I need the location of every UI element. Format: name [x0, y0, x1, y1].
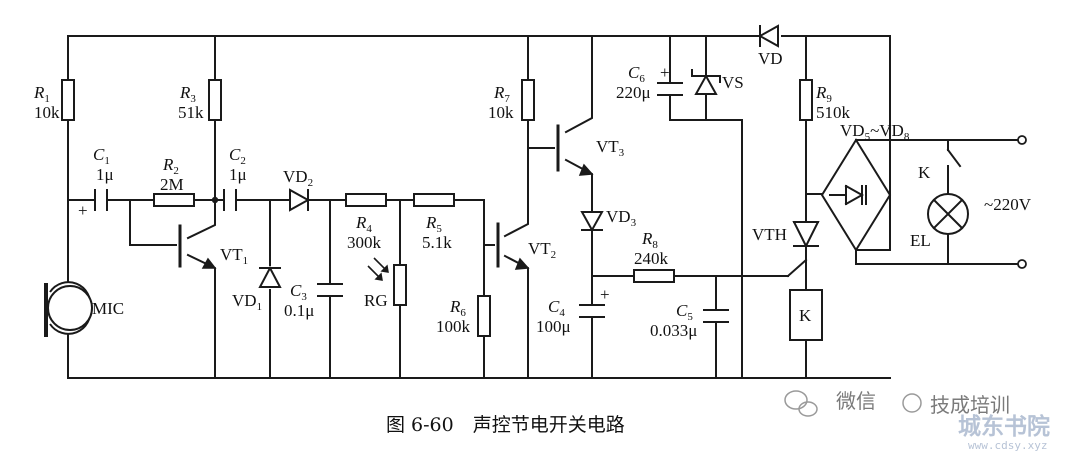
ac-terminals	[1017, 135, 1027, 269]
c6-label: C6	[628, 63, 645, 85]
vs-label: VS	[722, 73, 744, 92]
resistor-r5	[413, 193, 455, 207]
rg-label: RG	[364, 291, 388, 310]
diode-vd	[757, 24, 779, 48]
c4-plus-sign: +	[600, 285, 610, 304]
c6-plus-sign: +	[660, 63, 670, 82]
c2-label: C2	[229, 145, 246, 167]
c1-label: C1	[93, 145, 110, 167]
r2-label: R2	[162, 155, 179, 177]
relay-coil-label: K	[799, 306, 812, 325]
zener-vs	[691, 69, 721, 95]
capacitor-c2	[223, 189, 237, 211]
r8-value: 240k	[634, 249, 669, 268]
capacitor-c6	[657, 82, 683, 96]
wechat-icon	[784, 390, 818, 417]
photoresistor-rg	[367, 257, 407, 306]
r5-label: R5	[425, 213, 442, 235]
diode-vd2	[289, 188, 311, 212]
r5-value: 5.1k	[422, 233, 452, 252]
vd1-label: VD1	[232, 291, 262, 313]
resistor-r2	[153, 193, 195, 207]
r8-label: R8	[641, 229, 658, 251]
supply-label: ~220V	[984, 195, 1032, 214]
resistor-r3	[208, 79, 222, 121]
vd2-label: VD2	[283, 167, 313, 189]
r6-label: R6	[449, 297, 466, 319]
c1-value: 1μ	[96, 165, 114, 184]
capacitor-c1	[94, 189, 108, 211]
c1-plus-sign: +	[78, 201, 88, 220]
c3-label: C3	[290, 281, 307, 303]
c2-value: 1μ	[229, 165, 247, 184]
relay-contact-label: K	[918, 163, 931, 182]
c3-value: 0.1μ	[284, 301, 314, 320]
resistor-r6	[477, 295, 491, 337]
capacitor-c3	[317, 283, 343, 297]
vth-label: VTH	[752, 225, 787, 244]
relay-contact-k	[946, 148, 962, 168]
resistor-r9	[799, 79, 813, 121]
diode-vd1	[258, 265, 282, 288]
r3-value: 51k	[178, 103, 204, 122]
junction-dots	[211, 196, 219, 204]
transistor-vt2	[496, 222, 530, 270]
account-text: 技成培训	[930, 393, 1010, 417]
microphone-mic	[44, 281, 93, 337]
wechat-watermark: 微信 技成培训	[784, 389, 1010, 417]
c5-label: C5	[676, 301, 693, 323]
lamp-el	[927, 193, 969, 235]
site-url-watermark: www.cdsy.xyz	[968, 439, 1047, 452]
wiring	[67, 35, 1019, 379]
resistor-r4	[345, 193, 387, 207]
lamp-label: EL	[910, 231, 931, 250]
c4-label: C4	[548, 297, 565, 319]
r7-label: R7	[493, 83, 510, 105]
capacitor-c4	[579, 304, 605, 318]
diode-vd3	[580, 211, 604, 233]
r9-label: R9	[815, 83, 832, 105]
capacitor-c5	[703, 309, 729, 323]
mic-label: MIC	[92, 299, 124, 318]
transistor-vt3	[556, 124, 594, 176]
c6-value: 220μ	[616, 83, 651, 102]
c4-value: 100μ	[536, 317, 571, 336]
r2-value: 2M	[160, 175, 184, 194]
r7-value: 10k	[488, 103, 514, 122]
account-icon	[902, 393, 922, 413]
vt2-label: VT2	[528, 239, 556, 261]
r6-value: 100k	[436, 317, 471, 336]
r1-value: 10k	[34, 103, 60, 122]
c5-value: 0.033μ	[650, 321, 697, 340]
r9-value: 510k	[816, 103, 851, 122]
resistor-r8	[633, 269, 675, 283]
site-name-watermark: 城东书院	[958, 413, 1050, 440]
vt3-label: VT3	[596, 137, 625, 159]
vd3-label: VD3	[606, 207, 637, 229]
figure-caption: 图 6-60 声控节电开关电路	[386, 414, 625, 436]
thyristor-vth	[792, 193, 820, 249]
r4-value: 300k	[347, 233, 382, 252]
r1-label: R1	[33, 83, 50, 105]
relay-coil-k	[789, 289, 823, 341]
r4-label: R4	[355, 213, 372, 235]
vd-label: VD	[758, 49, 783, 68]
bridge-label: VD5~VD8	[840, 121, 910, 143]
resistor-r1	[61, 79, 75, 121]
r3-label: R3	[179, 83, 196, 105]
transistor-vt1	[178, 224, 217, 269]
wechat-text: 微信	[836, 389, 876, 413]
vt1-label: VT1	[220, 245, 248, 267]
resistor-r7	[521, 79, 535, 121]
bridge-rectifier	[820, 138, 892, 252]
